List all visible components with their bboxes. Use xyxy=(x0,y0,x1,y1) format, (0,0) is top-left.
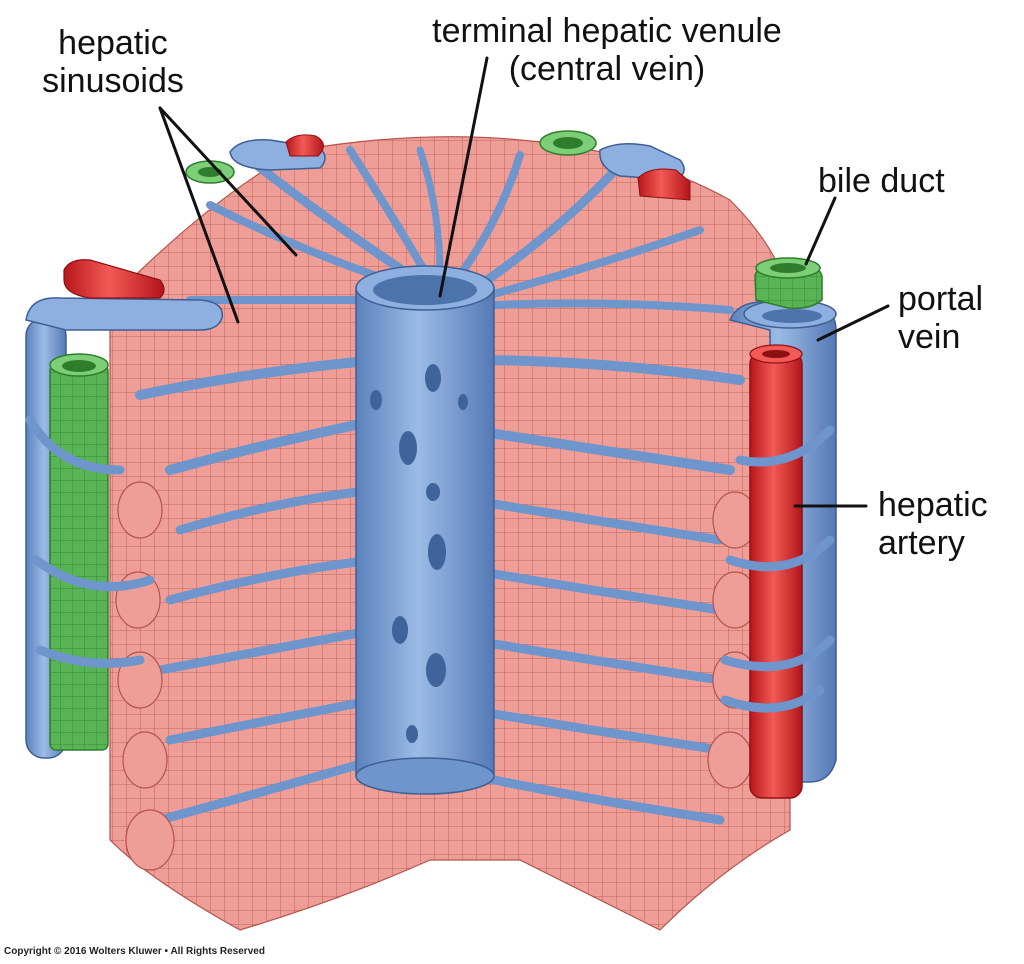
label-bile-duct-line1: bile duct xyxy=(818,162,945,200)
label-portal-vein-line2: vein xyxy=(898,318,961,356)
copyright-notice: Copyright © 2016 Wolters Kluwer • All Ri… xyxy=(4,946,265,957)
label-bile-duct: bile duct xyxy=(818,162,945,200)
label-central-vein-line1: terminal hepatic venule xyxy=(432,12,782,50)
portal-branches-right xyxy=(720,425,835,713)
leader-line-central-vein xyxy=(438,56,489,298)
label-hepatic-sinusoids-line2: sinusoids xyxy=(42,62,184,100)
label-hepatic-sinusoids-line1: hepatic xyxy=(58,24,168,62)
label-central-vein: terminal hepatic venule (central vein) xyxy=(412,12,802,88)
portal-triad-back-right xyxy=(539,130,691,201)
leader-lines xyxy=(158,56,890,508)
central-vein xyxy=(355,265,495,795)
label-central-vein-line2: (central vein) xyxy=(508,50,706,88)
bile-duct-right xyxy=(754,257,823,310)
leader-line-sinusoids-2 xyxy=(158,106,298,257)
label-hepatic-sinusoids: hepatic sinusoids xyxy=(38,24,188,100)
label-hepatic-artery-line2: artery xyxy=(878,524,965,562)
hepatic-sinusoid-channels xyxy=(135,146,745,825)
label-portal-vein-line1: portal xyxy=(898,280,984,318)
hepatic-artery-right xyxy=(749,344,803,799)
label-portal-vein: portal vein xyxy=(898,280,983,356)
leader-line-portal-vein xyxy=(816,304,890,342)
label-hepatic-artery-line1: hepatic xyxy=(878,486,988,524)
hepatic-artery-left xyxy=(63,259,165,299)
leader-line-sinusoids-1 xyxy=(158,106,240,324)
portal-branches-left xyxy=(25,415,155,668)
bile-duct-left xyxy=(49,353,109,751)
label-hepatic-artery: hepatic artery xyxy=(878,486,988,562)
plate-cross-sections xyxy=(115,481,758,871)
leader-line-bile-duct xyxy=(804,196,837,266)
